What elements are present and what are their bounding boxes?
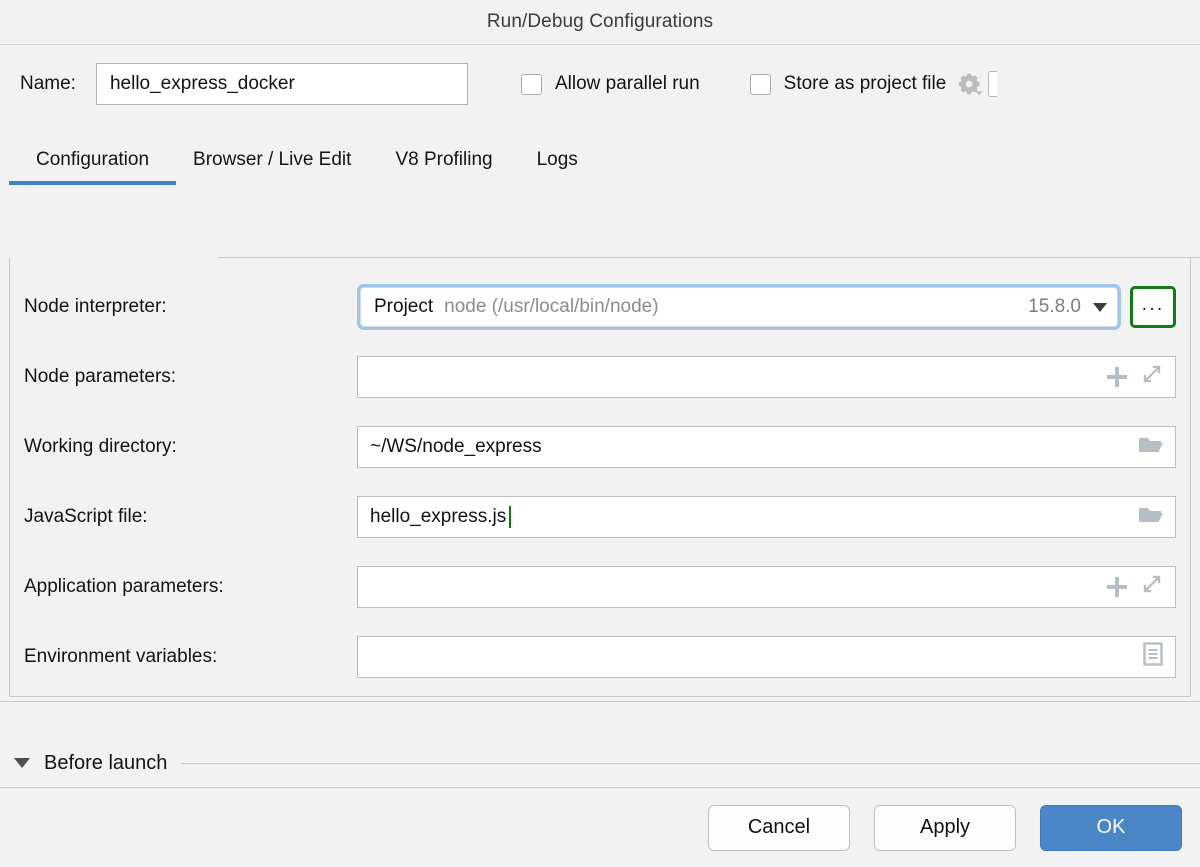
working-directory-value: ~/WS/node_express bbox=[370, 436, 542, 457]
node-parameters-icons bbox=[1107, 363, 1163, 391]
node-interpreter-version: 15.8.0 bbox=[1028, 296, 1081, 317]
row-node-interpreter: Node interpreter: Project node (/usr/loc… bbox=[24, 284, 1176, 330]
apply-button-label: Apply bbox=[919, 816, 971, 838]
configuration-panel: Node interpreter: Project node (/usr/loc… bbox=[9, 258, 1191, 697]
expand-icon[interactable] bbox=[1141, 363, 1163, 391]
row-application-parameters: Application parameters: bbox=[24, 566, 1176, 608]
row-javascript-file: JavaScript file: hello_express.js bbox=[24, 496, 1176, 538]
application-parameters-icons bbox=[1107, 573, 1163, 601]
row-working-directory: Working directory: ~/WS/node_express bbox=[24, 426, 1176, 468]
working-directory-label: Working directory: bbox=[24, 436, 177, 457]
javascript-file-input[interactable]: hello_express.js bbox=[357, 496, 1176, 538]
dialog-title: Run/Debug Configurations bbox=[486, 11, 714, 32]
tab-configuration-label: Configuration bbox=[36, 149, 150, 170]
allow-parallel-run-checkbox[interactable] bbox=[520, 73, 542, 95]
folder-icon[interactable] bbox=[1138, 434, 1163, 461]
node-interpreter-combobox[interactable]: Project node (/usr/local/bin/node) 15.8.… bbox=[360, 287, 1118, 327]
name-row: Name: hello_express_docker Allow paralle… bbox=[0, 45, 1200, 123]
environment-variables-icons bbox=[1143, 642, 1163, 672]
tabs-divider bbox=[218, 257, 1200, 258]
row-node-parameters: Node parameters: bbox=[24, 356, 1176, 398]
expand-icon[interactable] bbox=[1141, 573, 1163, 601]
tab-logs[interactable]: Logs bbox=[515, 149, 600, 185]
node-interpreter-control: Project node (/usr/local/bin/node) 15.8.… bbox=[357, 284, 1176, 330]
store-as-project-file-label: Store as project file bbox=[783, 73, 947, 94]
tab-v8-profiling-label: V8 Profiling bbox=[395, 149, 493, 170]
before-launch-rule bbox=[181, 762, 1200, 764]
dialog-button-bar: Cancel Apply OK bbox=[0, 788, 1200, 867]
tab-logs-label: Logs bbox=[536, 149, 578, 170]
row-spacer-2 bbox=[10, 398, 1190, 426]
apply-button[interactable]: Apply bbox=[874, 804, 1016, 851]
chevron-down-icon[interactable] bbox=[1093, 302, 1107, 312]
clipped-edge-control[interactable] bbox=[988, 71, 998, 97]
row-spacer-4 bbox=[10, 538, 1190, 566]
store-as-project-file-checkbox[interactable] bbox=[749, 73, 771, 95]
allow-parallel-run-checkbox-group[interactable]: Allow parallel run bbox=[520, 73, 700, 95]
list-edit-icon[interactable] bbox=[1143, 642, 1163, 672]
tab-v8-profiling[interactable]: V8 Profiling bbox=[373, 149, 514, 185]
node-interpreter-path: node (/usr/local/bin/node) bbox=[444, 296, 659, 317]
cancel-button[interactable]: Cancel bbox=[708, 804, 850, 851]
node-interpreter-label: Node interpreter: bbox=[24, 296, 167, 317]
store-as-project-file-checkbox-group[interactable]: Store as project file bbox=[749, 71, 998, 97]
tab-browser-live-edit-label: Browser / Live Edit bbox=[193, 149, 352, 170]
allow-parallel-run-label: Allow parallel run bbox=[554, 73, 700, 94]
cancel-button-label: Cancel bbox=[747, 816, 811, 838]
configuration-name-value: hello_express_docker bbox=[109, 73, 295, 94]
application-parameters-input[interactable] bbox=[357, 566, 1176, 608]
node-interpreter-selected: Project bbox=[374, 296, 434, 317]
before-launch-bottom-divider bbox=[0, 787, 1200, 788]
before-launch-label: Before launch bbox=[44, 751, 168, 774]
row-spacer-5 bbox=[10, 608, 1190, 636]
javascript-file-value: hello_express.js bbox=[370, 505, 512, 529]
javascript-file-label: JavaScript file: bbox=[24, 506, 148, 527]
before-launch-top-divider bbox=[0, 701, 1200, 702]
row-spacer-3 bbox=[10, 468, 1190, 496]
dialog-titlebar: Run/Debug Configurations bbox=[0, 0, 1200, 45]
working-directory-icons bbox=[1138, 434, 1163, 461]
triangle-down-icon[interactable] bbox=[14, 758, 30, 768]
plus-icon[interactable] bbox=[1107, 577, 1127, 597]
folder-icon[interactable] bbox=[1138, 504, 1163, 531]
before-launch-section[interactable]: Before launch bbox=[0, 742, 1200, 784]
environment-variables-input[interactable] bbox=[357, 636, 1176, 678]
row-spacer-1 bbox=[10, 328, 1190, 356]
name-label: Name: bbox=[20, 73, 76, 94]
environment-variables-label: Environment variables: bbox=[24, 646, 218, 667]
node-interpreter-focus-ring: Project node (/usr/local/bin/node) 15.8.… bbox=[357, 284, 1121, 330]
tab-browser-live-edit[interactable]: Browser / Live Edit bbox=[171, 149, 373, 185]
node-parameters-label: Node parameters: bbox=[24, 366, 177, 387]
application-parameters-label: Application parameters: bbox=[24, 576, 224, 597]
panel-top-spacer bbox=[10, 258, 1190, 286]
ok-button[interactable]: OK bbox=[1040, 804, 1182, 851]
plus-icon[interactable] bbox=[1107, 367, 1127, 387]
gear-icon[interactable] bbox=[958, 72, 984, 96]
javascript-file-icons bbox=[1138, 504, 1163, 531]
working-directory-input[interactable]: ~/WS/node_express bbox=[357, 426, 1176, 468]
configuration-tabs: Configuration Browser / Live Edit V8 Pro… bbox=[0, 123, 1200, 185]
node-parameters-input[interactable] bbox=[357, 356, 1176, 398]
configuration-name-input[interactable]: hello_express_docker bbox=[95, 63, 468, 105]
ok-button-label: OK bbox=[1096, 816, 1126, 838]
tab-configuration[interactable]: Configuration bbox=[8, 149, 177, 185]
javascript-file-value-wrap: hello_express.js bbox=[370, 505, 1138, 529]
node-interpreter-browse-button[interactable]: ... bbox=[1130, 286, 1176, 328]
row-environment-variables: Environment variables: bbox=[24, 636, 1176, 678]
